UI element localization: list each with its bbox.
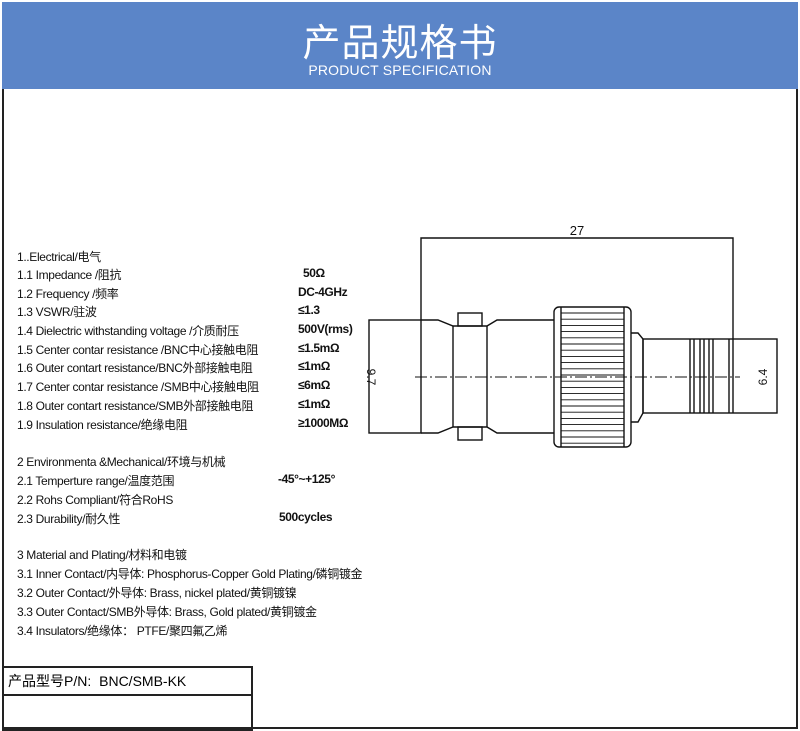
spec-value: ≤1.3: [298, 303, 320, 317]
spec-label: 1.1 Impedance /阻抗: [17, 268, 122, 282]
section-heading: 2 Environmenta &Mechanical/环境与机械: [17, 455, 226, 469]
knurled-nut: [553, 306, 632, 448]
section-heading: 1..Electrical/电气: [17, 250, 101, 264]
spec-value: DC-4GHz: [298, 285, 348, 299]
part-number-value: BNC/SMB-KK: [99, 673, 187, 689]
spec-label: 1.7 Center contar resistance /SMB中心接触电阻: [17, 380, 259, 394]
spec-line: 3.1 Inner Contact/内导体: Phosphorus-Copper…: [17, 567, 363, 581]
spec-value: ≤1mΩ: [298, 397, 330, 411]
header-banner: 产品规格书 PRODUCT SPECIFICATION: [2, 2, 798, 89]
spec-value: ≤1mΩ: [298, 359, 330, 373]
spec-label: 2.1 Temperture range/温度范围: [17, 474, 175, 488]
spec-value: ≤1.5mΩ: [298, 341, 340, 355]
spec-line: 3.2 Outer Contact/外导体: Brass, nickel pla…: [17, 586, 297, 600]
spec-value: ≥1000MΩ: [298, 416, 349, 430]
spec-value: -45°~+125°: [278, 472, 335, 486]
spec-line: 3.3 Outer Contact/SMB外导体: Brass, Gold pl…: [17, 605, 317, 619]
spec-line: 3.4 Insulators/绝缘体： PTFE/聚四氟乙烯: [17, 624, 228, 638]
part-number-box: 产品型号P/N: BNC/SMB-KK: [2, 666, 253, 731]
dimension-length: [420, 237, 734, 339]
spec-label: 1.4 Dielectric withstanding voltage /介质耐…: [17, 324, 239, 338]
spec-label: 1.6 Outer contart resistance/BNC外部接触电阻: [17, 361, 253, 375]
spec-label: 1.3 VSWR/驻波: [17, 305, 97, 319]
spec-value: ≤6mΩ: [298, 378, 330, 392]
page-frame: [2, 89, 798, 729]
section-heading: 3 Material and Plating/材料和电镀: [17, 548, 187, 562]
part-number-row: 产品型号P/N: BNC/SMB-KK: [2, 668, 251, 696]
dimension-left-diameter-label: 9.7: [364, 369, 378, 386]
spec-label: 1.9 Insulation resistance/绝缘电阻: [17, 418, 188, 432]
spec-label: 2.2 Rohs Compliant/符合RoHS: [17, 493, 173, 507]
dimension-right-diameter-label: 6.4: [756, 368, 770, 385]
spec-label: 1.5 Center contar resistance /BNC中心接触电阻: [17, 343, 259, 357]
spec-value: 50Ω: [303, 266, 325, 280]
spec-value: 500cycles: [279, 510, 333, 524]
spec-value: 500V(rms): [298, 322, 353, 336]
dimension-length-label: 27: [570, 223, 584, 238]
title-cn: 产品规格书: [302, 21, 498, 65]
spec-label: 1.8 Outer contart resistance/SMB外部接触电阻: [17, 399, 254, 413]
spec-label: 2.3 Durability/耐久性: [17, 512, 121, 526]
part-number-label: 产品型号P/N:: [8, 673, 92, 689]
spec-label: 1.2 Frequency /频率: [17, 287, 119, 301]
title-en: PRODUCT SPECIFICATION: [308, 62, 492, 78]
smb-shaft: [631, 332, 778, 423]
